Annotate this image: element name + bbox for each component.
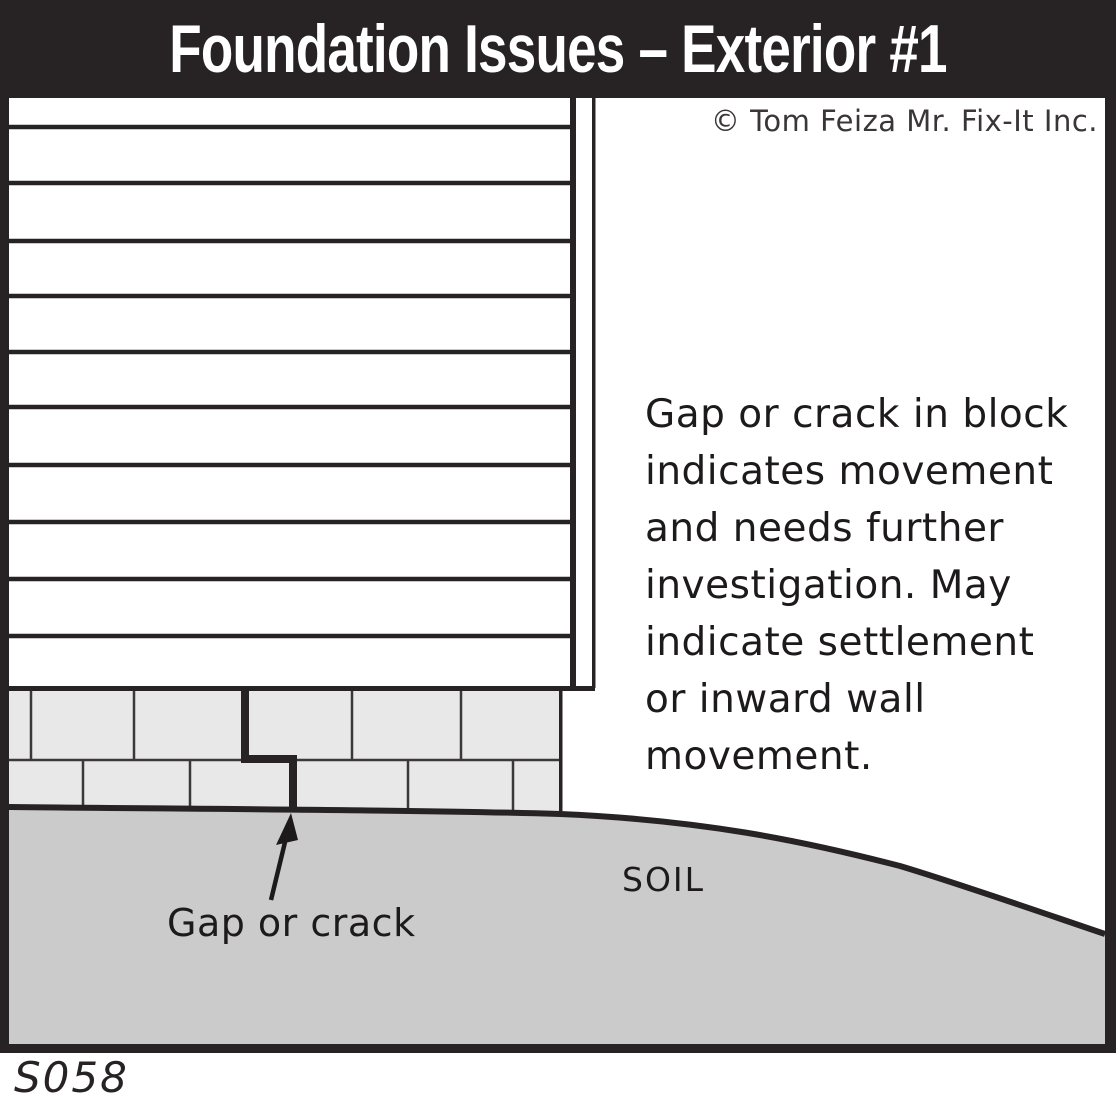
crack-shape <box>241 688 297 813</box>
diagram-code: S058 <box>14 1053 129 1100</box>
gap-arrow <box>268 813 298 901</box>
soil-mound <box>9 807 1105 1044</box>
block-wall-top-line <box>9 686 595 691</box>
siding-right-edge <box>570 98 576 690</box>
annotation-line: Gap or crack in block <box>645 392 1069 437</box>
corner-trim-board <box>576 98 592 688</box>
foundation-block-wall <box>9 688 562 814</box>
annotation-line: and needs further <box>645 506 1004 551</box>
soil-surface-line <box>8 804 1106 937</box>
siding-clapboards <box>9 124 572 639</box>
annotation-line: indicate settlement <box>645 620 1035 665</box>
soil-label: SOIL <box>622 860 706 899</box>
gap-or-crack-label: Gap or crack <box>167 901 416 945</box>
frame-bottom-border <box>0 1044 1116 1053</box>
annotation-line: movement. <box>645 734 873 779</box>
block-wall-right-edge <box>559 688 563 813</box>
annotation-line: or inward wall <box>645 677 926 722</box>
annotation-line: indicates movement <box>645 449 1054 494</box>
page-title: Foundation Issues – Exterior #1 <box>169 11 947 87</box>
frame-right-border <box>1105 98 1116 1053</box>
frame-left-border <box>0 98 9 1053</box>
annotation-text: Gap or crack in block indicates movement… <box>645 386 1115 785</box>
annotation-line: investigation. May <box>645 563 1012 608</box>
copyright-text: © Tom Feiza Mr. Fix-It Inc. <box>710 104 1098 138</box>
corner-trim-right-line <box>592 98 596 688</box>
title-bar <box>0 0 1116 98</box>
